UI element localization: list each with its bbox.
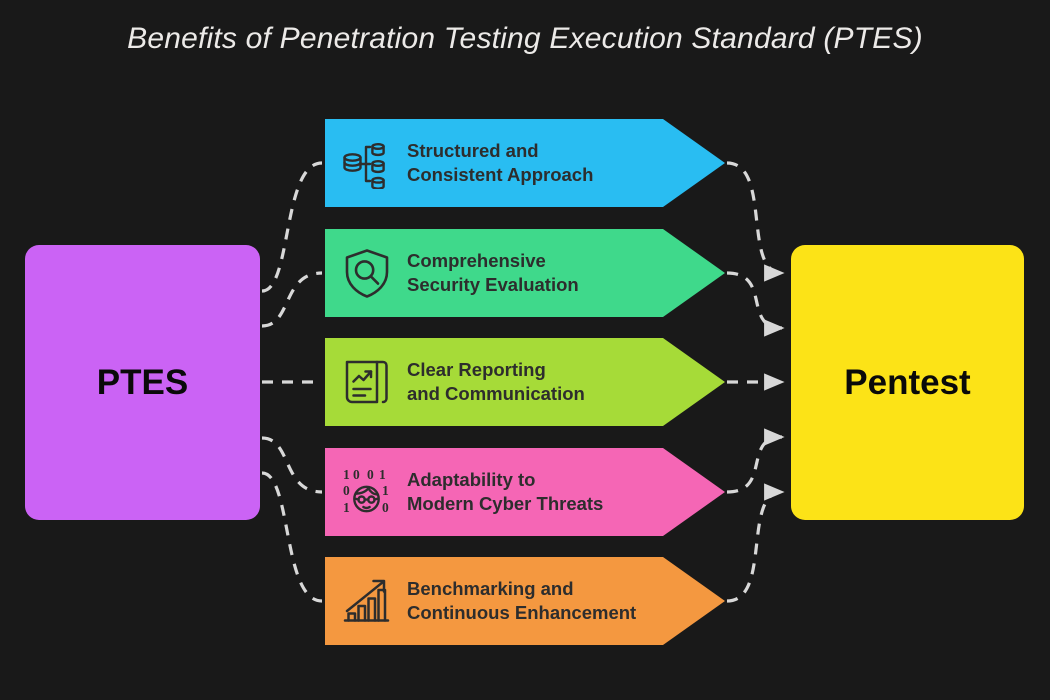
link-ptes-to-benefit-4 [261,471,323,603]
link-ptes-to-benefit-1 [261,271,323,328]
link-benefit-4-to-pentest [726,483,785,603]
svg-text:0: 0 [343,483,350,498]
benefit-item-structured-and-consistent-approach[interactable]: Structured and Consistent Approach [325,119,725,207]
link-benefit-0-to-pentest [726,161,785,282]
report-trend-document-icon [345,360,388,404]
benefit-item-adaptability-to-modern-cyber-threats[interactable]: 1 0 0 1 0 1 1 0 Adaptability to Modern C… [325,448,725,536]
page-title: Benefits of Penetration Testing Executio… [127,22,923,55]
svg-text:1: 1 [343,500,350,515]
benefit-item-comprehensive-security-evaluation[interactable]: Comprehensive Security Evaluation [325,229,725,317]
link-benefit-3-to-pentest [726,428,785,494]
source-node-ptes[interactable]: PTES [25,245,260,520]
svg-text:1: 1 [382,483,389,498]
database-hierarchy-icon [343,142,385,189]
link-ptes-to-benefit-3 [261,436,323,494]
svg-text:0: 0 [367,467,374,482]
link-benefit-1-to-pentest [726,271,785,337]
benefit-item-clear-reporting-and-communication[interactable]: Clear Reporting and Communication [325,338,725,426]
binary-hacker-face-icon: 1 0 0 1 0 1 1 0 [343,467,389,515]
svg-text:1: 1 [379,467,386,482]
benefit-item-benchmarking-and-continuous-enhancement[interactable]: Benchmarking and Continuous Enhancement [325,557,725,645]
benefit-label: Clear Reporting and Communication [407,359,585,404]
benefit-label: Structured and Consistent Approach [407,140,594,185]
source-node-label: PTES [96,362,189,402]
link-ptes-to-benefit-0 [261,161,323,293]
target-node-label: Pentest [844,362,971,402]
benefit-label: Benchmarking and Continuous Enhancement [407,578,637,623]
benefit-label: Comprehensive Security Evaluation [407,250,579,295]
bar-chart-growth-icon [343,579,390,622]
target-node-pentest[interactable]: Pentest [791,245,1024,520]
svg-text:0: 0 [353,467,360,482]
svg-text:0: 0 [382,500,389,515]
svg-text:1: 1 [343,467,350,482]
benefit-label: Adaptability to Modern Cyber Threats [407,469,604,514]
shield-magnifier-icon [345,249,389,298]
